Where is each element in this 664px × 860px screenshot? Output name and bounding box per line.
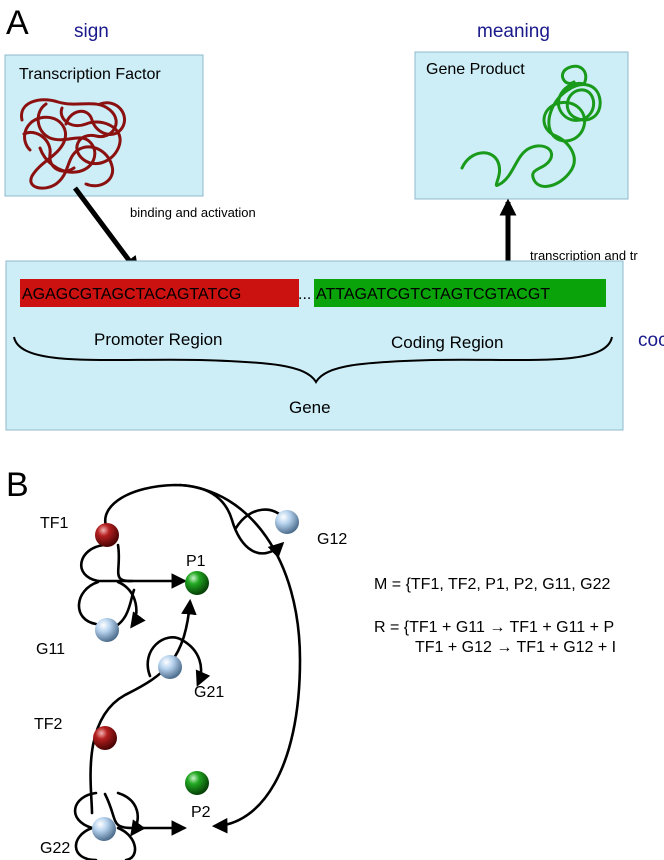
node-tf1 xyxy=(95,523,119,547)
node-p1 xyxy=(185,571,209,595)
gene-label: Gene xyxy=(289,398,331,417)
r-set-line-1: R = {TF1 + G11 → TF1 + G11 + P xyxy=(374,619,614,636)
binding-arrow xyxy=(72,186,140,274)
label-tf2: TF2 xyxy=(34,716,63,733)
transcription-factor-title: Transcription Factor xyxy=(19,66,161,83)
sequence-gap: ... xyxy=(298,286,311,303)
gene-product-box: Gene Product xyxy=(414,51,629,200)
node-g12 xyxy=(275,510,299,534)
binding-label: binding and activation xyxy=(130,205,256,220)
label-g12: G12 xyxy=(317,531,347,548)
sign-label: sign xyxy=(74,21,109,42)
transcription-factor-coil-icon xyxy=(20,98,126,190)
label-p1: P1 xyxy=(186,553,206,570)
coding-sequence: ATTAGATCGTCTAGTCGTACGT xyxy=(316,286,550,303)
gene-product-coil-icon xyxy=(460,64,602,188)
r-set-line-2: TF1 + G12 → TF1 + G12 + I xyxy=(415,639,616,656)
gene-product-title: Gene Product xyxy=(426,61,525,78)
panel-a-letter: A xyxy=(6,4,29,42)
gene-brace xyxy=(13,336,613,384)
label-g21: G21 xyxy=(194,684,224,701)
coding-region-label: Coding Region xyxy=(391,333,503,352)
node-g22 xyxy=(92,817,116,841)
gene-box: AGAGCGTAGCTACAGTATCG ... ATTAGATCGTCTAGT… xyxy=(5,260,624,431)
promoter-sequence: AGAGCGTAGCTACAGTATCG xyxy=(22,286,241,303)
regulatory-network xyxy=(73,483,302,860)
node-tf2 xyxy=(93,726,117,750)
node-g21 xyxy=(158,655,182,679)
coding-sequence-bar xyxy=(314,279,606,307)
node-g11 xyxy=(95,618,119,642)
transcription-factor-box: Transcription Factor xyxy=(4,54,204,197)
transcription-label: transcription and tr xyxy=(530,248,638,263)
node-p2 xyxy=(185,771,209,795)
label-g22: G22 xyxy=(40,840,70,857)
promoter-sequence-bar xyxy=(20,279,299,307)
label-g11: G11 xyxy=(36,641,65,658)
promoter-region-label: Promoter Region xyxy=(94,330,223,349)
panel-b-letter: B xyxy=(6,466,29,504)
m-set-definition: M = {TF1, TF2, P1, P2, G11, G22 xyxy=(374,576,611,593)
label-p2: P2 xyxy=(191,804,211,821)
label-tf1: TF1 xyxy=(40,515,69,532)
code-label: coc xyxy=(638,330,664,351)
meaning-label: meaning xyxy=(477,21,550,42)
